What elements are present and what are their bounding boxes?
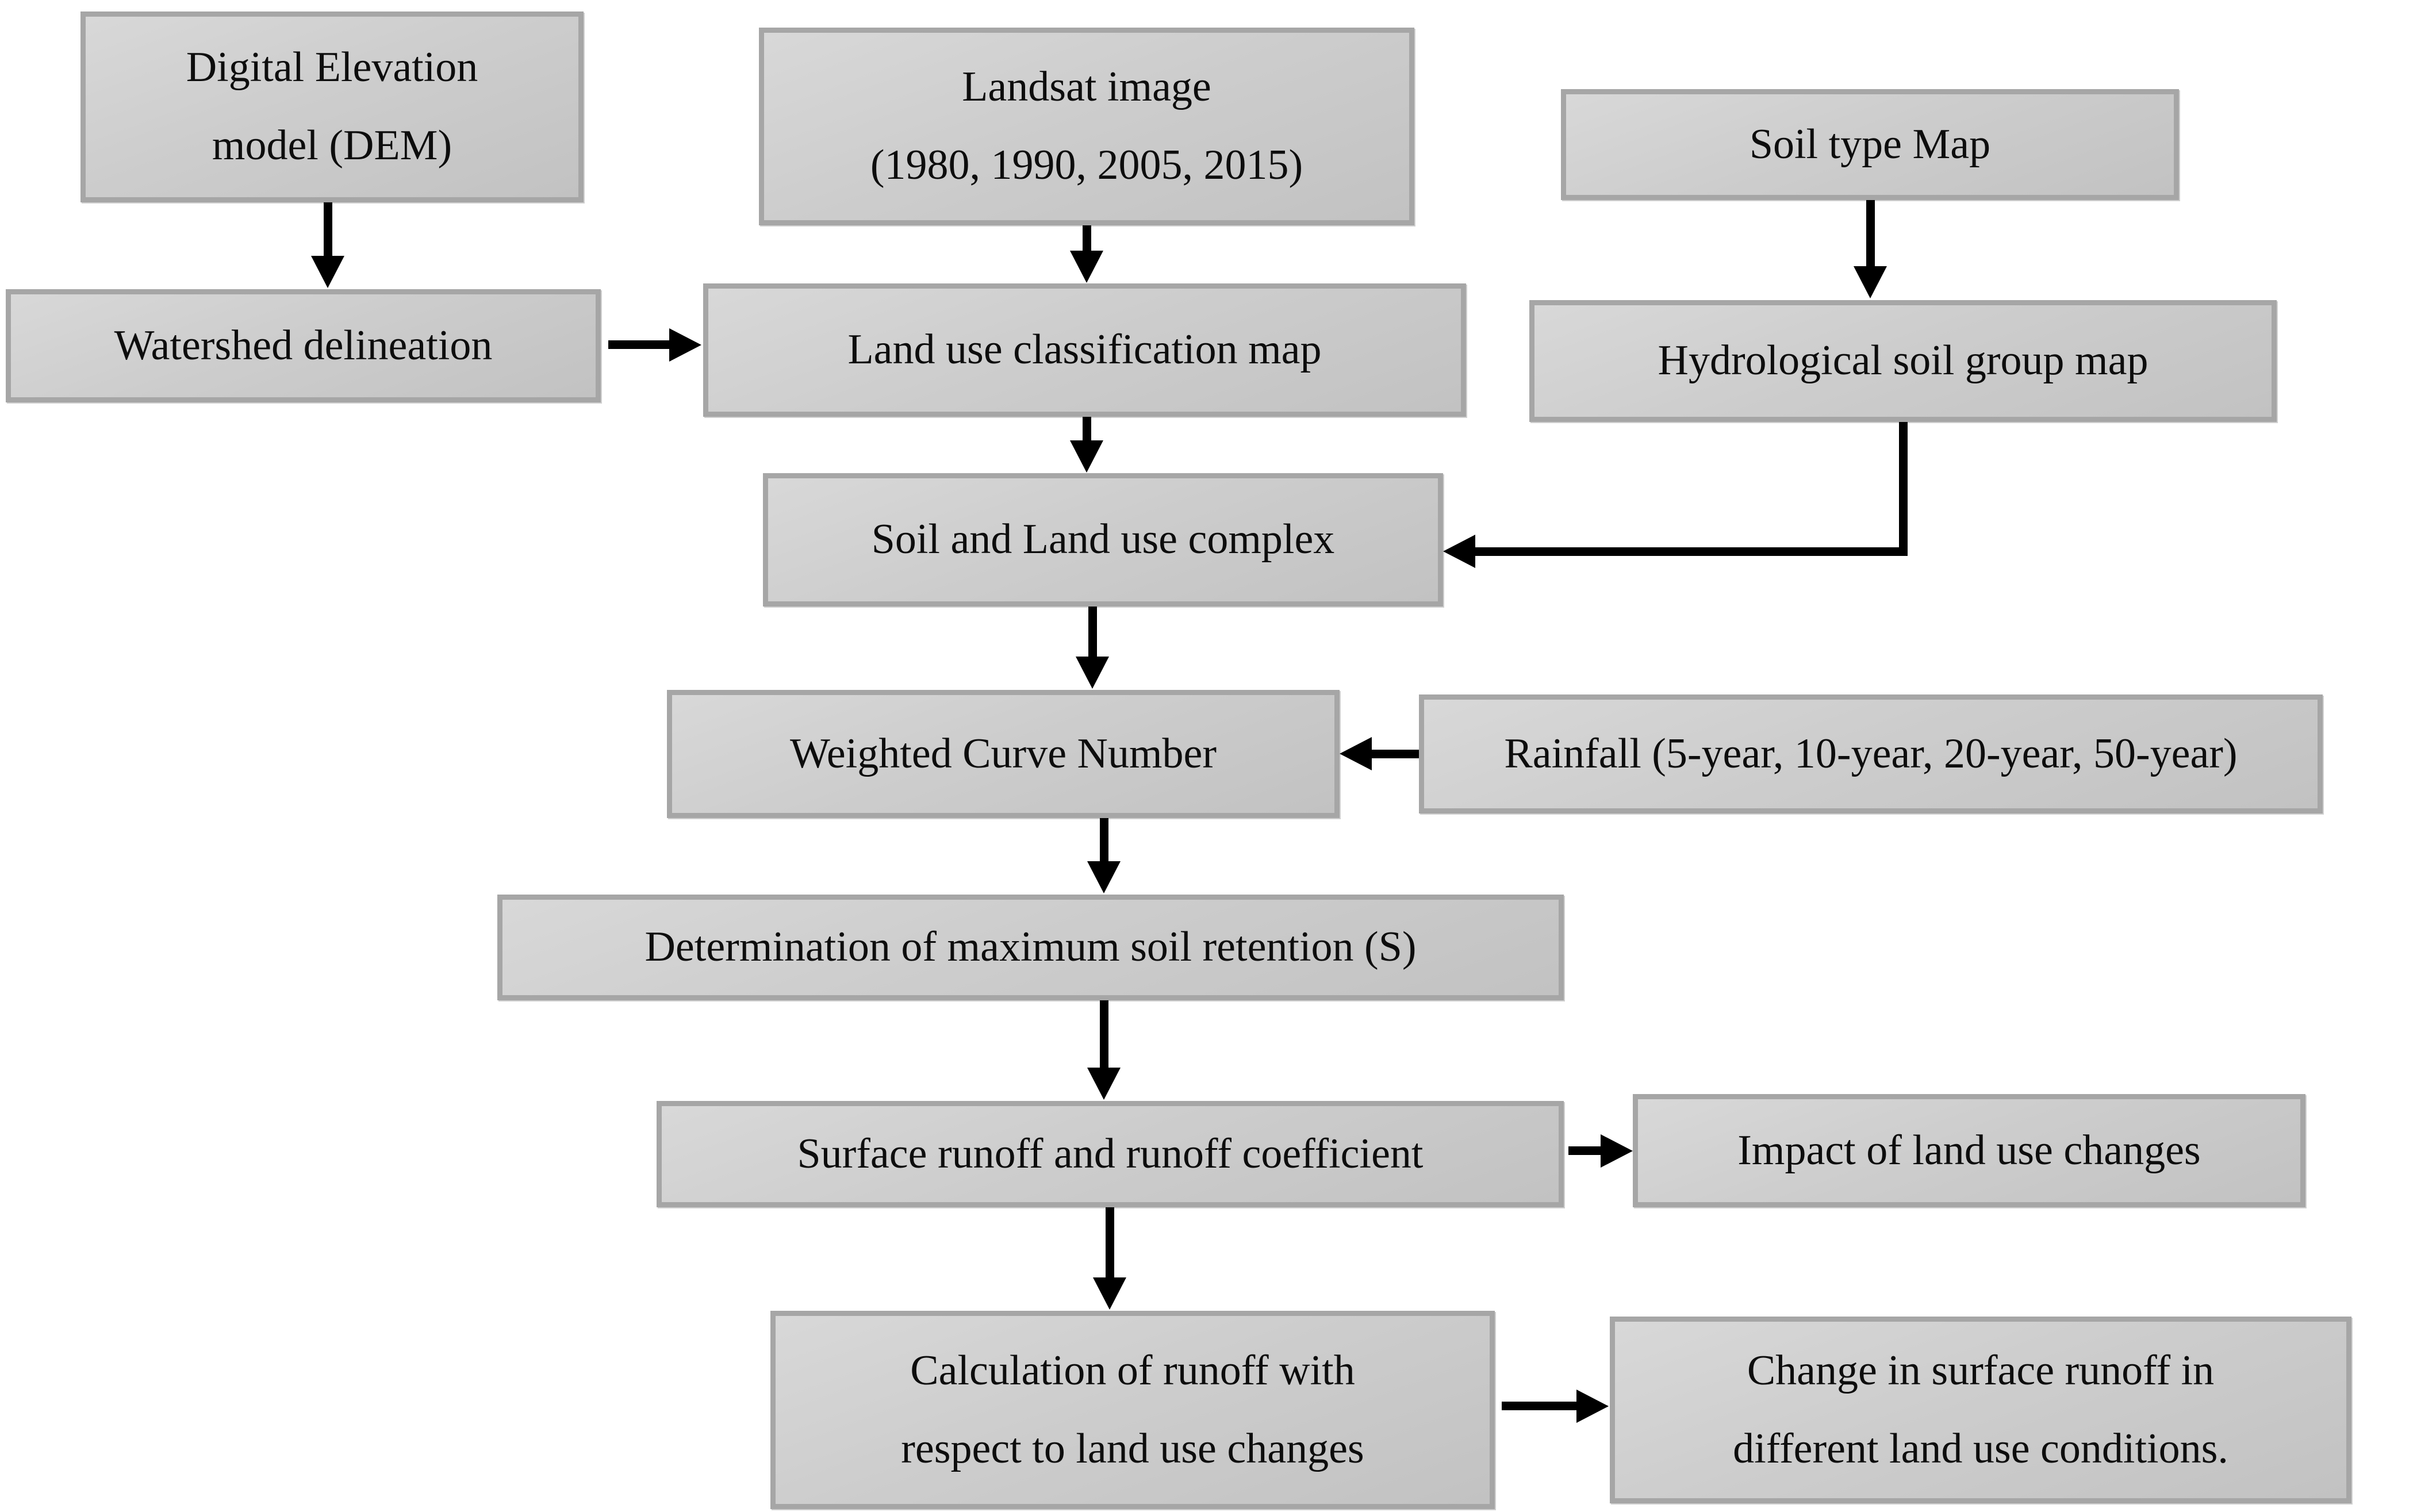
arrowhead-down-icon [1070, 440, 1103, 473]
arrowhead-down-icon [1087, 1068, 1121, 1100]
arrow-shaft [1866, 200, 1875, 267]
node-calculation-of-runoff: Calculation of runoff with respect to la… [770, 1311, 1495, 1509]
node-land-use-classification-map: Land use classification map [703, 283, 1466, 417]
node-label: Rainfall (5-year, 10-year, 20-year, 50-y… [1504, 730, 2238, 777]
node-landsat-image: Landsat image (1980, 1990, 2005, 2015) [759, 28, 1414, 225]
node-impact-of-land-use-changes: Impact of land use changes [1633, 1094, 2305, 1207]
node-surface-runoff: Surface runoff and runoff coefficient [657, 1101, 1564, 1207]
arrow-shaft [1100, 1000, 1108, 1070]
arrowhead-down-icon [1854, 266, 1887, 298]
node-watershed-delineation: Watershed delineation [6, 289, 601, 402]
node-label: Digital Elevation [186, 44, 478, 91]
arrowhead-left-icon [1443, 535, 1475, 568]
arrow-shaft [1568, 1146, 1604, 1155]
arrowhead-left-icon [1340, 737, 1372, 770]
arrow-shaft [1083, 225, 1091, 252]
arrowhead-right-icon [1576, 1390, 1609, 1423]
arrow-shaft [1899, 422, 1908, 556]
arrow-shaft [1368, 750, 1419, 758]
node-label: (1980, 1990, 2005, 2015) [870, 141, 1303, 189]
node-label: Hydrological soil group map [1658, 337, 2149, 385]
node-label: Change in surface runoff in [1747, 1346, 2215, 1394]
node-weighted-curve-number: Weighted Curve Number [667, 690, 1340, 818]
arrow-shaft [1088, 607, 1097, 660]
arrow-shaft [608, 340, 673, 349]
node-label: Watershed delineation [114, 321, 493, 369]
node-label: Soil and Land use complex [871, 516, 1335, 563]
node-label: Calculation of runoff with [910, 1346, 1355, 1394]
node-soil-type-map: Soil type Map [1561, 89, 2179, 200]
node-rainfall: Rainfall (5-year, 10-year, 20-year, 50-y… [1419, 694, 2323, 813]
arrowhead-down-icon [1070, 251, 1103, 283]
node-label: Weighted Curve Number [789, 730, 1217, 777]
node-change-in-surface-runoff: Change in surface runoff in different la… [1610, 1317, 2351, 1503]
node-hydrological-soil-group-map: Hydrological soil group map [1529, 300, 2277, 422]
node-label: Impact of land use changes [1737, 1126, 2201, 1174]
arrow-shaft [1471, 547, 1908, 556]
arrowhead-down-icon [311, 256, 344, 288]
node-label: different land use conditions. [1733, 1425, 2228, 1472]
arrow-shaft [1106, 1207, 1114, 1281]
node-max-soil-retention: Determination of maximum soil retention … [497, 895, 1564, 1000]
node-label: Soil type Map [1749, 120, 1991, 168]
arrowhead-down-icon [1087, 861, 1121, 893]
arrowhead-right-icon [669, 328, 701, 362]
node-label: Land use classification map [847, 326, 1322, 374]
arrow-shaft [1502, 1402, 1580, 1410]
node-label: Surface runoff and runoff coefficient [797, 1130, 1424, 1177]
node-label: Landsat image [962, 63, 1211, 111]
arrow-shaft [1083, 417, 1091, 443]
arrow-shaft [324, 202, 332, 257]
node-label: model (DEM) [212, 122, 452, 169]
node-soil-and-land-use-complex: Soil and Land use complex [763, 473, 1443, 607]
node-label: respect to land use changes [901, 1425, 1364, 1472]
node-label: Determination of maximum soil retention … [644, 923, 1417, 971]
arrowhead-down-icon [1093, 1277, 1126, 1310]
arrow-shaft [1100, 818, 1108, 864]
arrowhead-down-icon [1076, 657, 1109, 689]
arrowhead-right-icon [1601, 1134, 1633, 1168]
node-digital-elevation-model: Digital Elevation model (DEM) [80, 11, 584, 202]
